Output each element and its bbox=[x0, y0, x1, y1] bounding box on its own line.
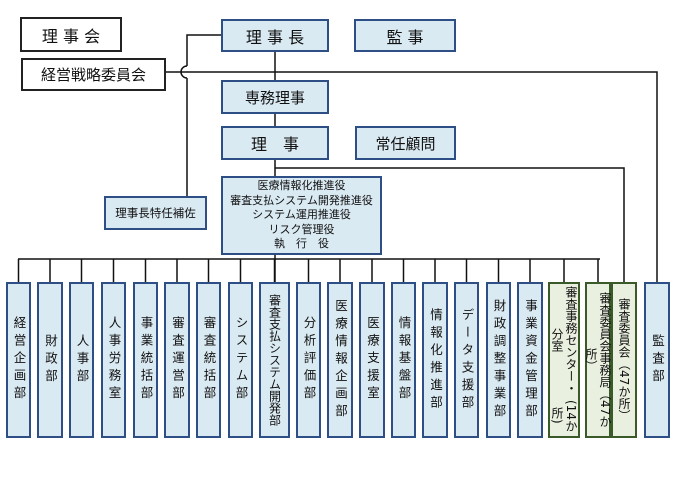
department-label: 分析評価部 bbox=[301, 316, 317, 404]
department-box: 審査運営部 bbox=[164, 282, 190, 438]
department-box: 財政調整事業部 bbox=[486, 282, 511, 438]
department-box: 経営企画部 bbox=[6, 282, 31, 438]
board-box: 理 事 会 bbox=[20, 17, 122, 52]
department-label: 審査委員会事務局（47か所） bbox=[584, 292, 612, 428]
chairman-label: 理 事 長 bbox=[245, 27, 305, 47]
advisor-label: 常任顧問 bbox=[375, 134, 436, 153]
department-box: システム部 bbox=[228, 282, 253, 438]
department-box: 監査部 bbox=[644, 282, 670, 438]
department-label: 審査事務センター・分室 bbox=[550, 285, 578, 394]
department-label: 監査部 bbox=[650, 333, 665, 387]
department-label: 情報基盤部 bbox=[396, 316, 412, 404]
department-box: 審査支払システム開発部 bbox=[259, 282, 290, 438]
director-label: 理 事 bbox=[250, 135, 299, 154]
department-box: 事業統括部 bbox=[133, 282, 158, 438]
department-label: データ支援部 bbox=[459, 307, 475, 413]
department-label: 経営企画部 bbox=[11, 316, 27, 404]
department-box: 審査委員会（47か所） bbox=[611, 282, 637, 438]
special-assistant-box: 理事長特任補佐 bbox=[104, 196, 207, 230]
department-label: システム部 bbox=[233, 316, 249, 404]
department-label: 事業資金管理部 bbox=[523, 298, 538, 422]
department-box: 医療情報企画部 bbox=[327, 282, 353, 438]
department-box: 審査委員会事務局（47か所） bbox=[584, 282, 612, 438]
department-box: 審査事務センター・分室 (14か所) bbox=[548, 282, 580, 438]
department-label: 人事労務室 bbox=[106, 316, 122, 404]
department-label: 財政調整事業部 bbox=[491, 298, 507, 422]
department-label: 審査支払システム bbox=[267, 294, 282, 390]
department-box: 情報化推進部 bbox=[422, 282, 448, 438]
strategy-committee-label: 経営戦略委員会 bbox=[40, 66, 146, 84]
department-label: 審査委員会（47か所） bbox=[617, 298, 631, 422]
department-label: 医療情報企画部 bbox=[333, 298, 348, 422]
department-box: 財政部 bbox=[37, 282, 63, 438]
auditor-label: 監 事 bbox=[386, 27, 424, 47]
officer-title: リスク管理役 bbox=[268, 222, 335, 236]
executive-director-label: 専務理事 bbox=[244, 88, 305, 107]
department-box: 事業資金管理部 bbox=[517, 282, 543, 438]
department-label: (14か所) bbox=[550, 399, 578, 432]
department-box: 医療支援室 bbox=[359, 282, 385, 438]
department-label: 医療支援室 bbox=[365, 316, 380, 404]
department-label: 財政部 bbox=[43, 333, 58, 387]
department-box: 情報基盤部 bbox=[391, 282, 416, 438]
department-label: 審査運営部 bbox=[170, 316, 185, 404]
department-label: 情報化推進部 bbox=[428, 307, 443, 413]
officer-title: 執 行 役 bbox=[274, 237, 329, 251]
department-box: データ支援部 bbox=[454, 282, 479, 438]
officer-title: 医療情報化推進役 bbox=[257, 179, 346, 193]
special-assistant-label: 理事長特任補佐 bbox=[115, 206, 196, 220]
department-box: 審査統括部 bbox=[196, 282, 221, 438]
department-box: 分析評価部 bbox=[296, 282, 321, 438]
advisor-box: 常任顧問 bbox=[355, 126, 456, 160]
department-box: 人事労務室 bbox=[101, 282, 126, 438]
strategy-committee-box: 経営戦略委員会 bbox=[21, 58, 166, 91]
officers-box: 医療情報化推進役 審査支払システム開発推進役 システム運用推進役 リスク管理役 … bbox=[221, 176, 382, 255]
board-label: 理 事 会 bbox=[41, 26, 101, 46]
chairman-box: 理 事 長 bbox=[221, 19, 329, 52]
director-box: 理 事 bbox=[221, 126, 329, 160]
department-box: 人事部 bbox=[69, 282, 94, 438]
officer-title: システム運用推進役 bbox=[252, 208, 351, 222]
department-label: 事業統括部 bbox=[138, 316, 154, 404]
executive-director-box: 専務理事 bbox=[221, 80, 329, 114]
department-label: 審査統括部 bbox=[201, 316, 217, 404]
officer-title: 審査支払システム開発推進役 bbox=[230, 193, 373, 207]
department-label: 人事部 bbox=[74, 333, 90, 387]
auditor-box: 監 事 bbox=[354, 19, 456, 52]
department-label: 開発部 bbox=[267, 390, 282, 426]
